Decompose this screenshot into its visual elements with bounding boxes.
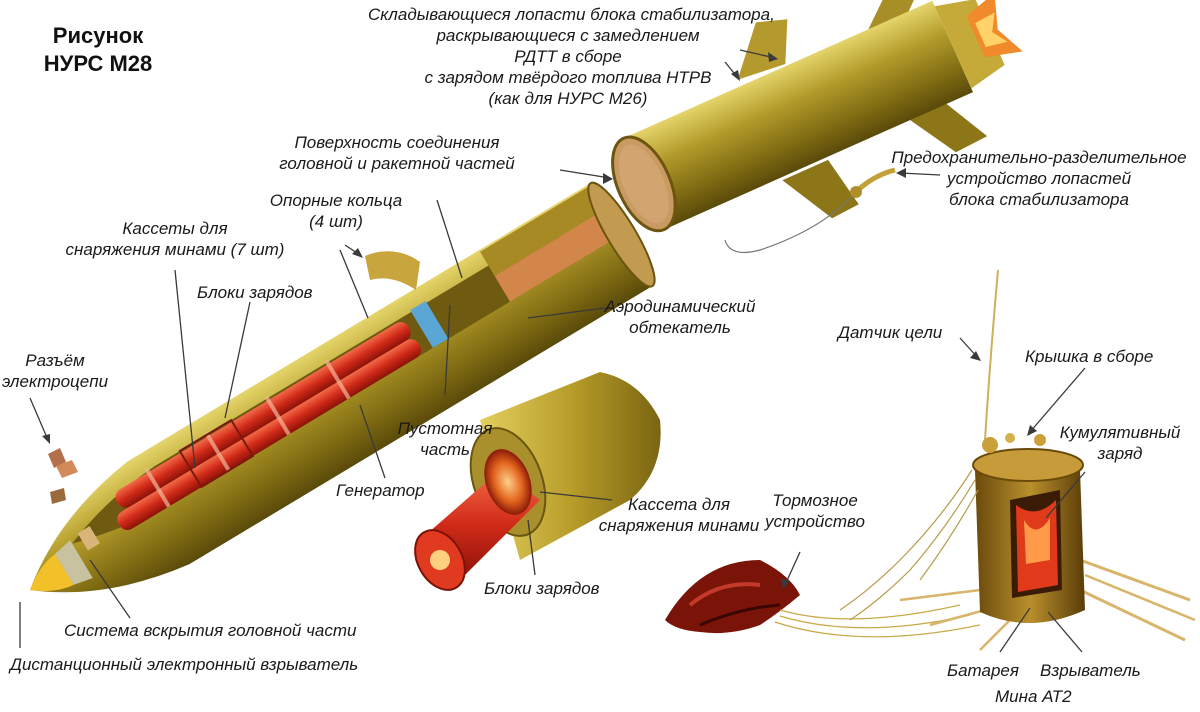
label-fairing: Аэродинамический обтекатель [595,296,765,338]
label-void-line2: часть [420,440,470,459]
label-fairing-line1: Аэродинамический [604,297,756,316]
motor-section [611,0,1023,253]
label-cassette-line1: Кассета для [628,495,730,514]
mine-at2 [839,269,1196,651]
label-shaped-line2: заряд [1097,444,1143,463]
nose-cone [30,553,74,591]
label-safety-line1: Предохранительно-разделительное [891,148,1187,167]
label-support-rings: Опорные кольца (4 шт) [256,190,416,232]
label-rings-line1: Опорные кольца [269,191,403,210]
figure-title-line1: Рисунок [52,23,144,48]
label-cassettes: Кассеты для снаряжения минами (7 шт) [55,218,295,260]
target-sensor-wire [984,269,999,441]
mine-cassette [117,339,421,530]
label-joint-line1: Поверхность соединения [294,133,500,152]
label-cassettes-line1: Кассеты для [122,219,228,238]
label-rings-line2: (4 шт) [309,212,363,231]
stabilizer-fin [737,19,788,80]
nozzle-fire [966,0,1023,58]
label-joint-line2: головной и ракетной частей [279,154,515,173]
label-stabilizer: Складывающиеся лопасти блока стабилизато… [368,4,775,109]
label-fuze: Взрыватель [1040,661,1141,680]
label-safety-line2: устройство лопастей [946,169,1132,188]
label-charge-blocks-top: Блоки зарядов [197,283,313,302]
label-connector-line1: Разъём [25,351,85,370]
label-fairing-line2: обтекатель [629,318,731,337]
label-joint-surface: Поверхность соединения головной и ракетн… [262,132,532,174]
mine-cassette [115,322,411,508]
label-battery: Батарея [947,661,1019,680]
opening-charge [77,526,100,551]
label-cassette-line2: снаряжения минами [598,516,760,535]
label-void-line1: Пустотная [397,419,493,438]
label-cassettes-line2: снаряжения минами (7 шт) [65,240,285,259]
label-stabilizer-line3: РДТТ в сборе [514,47,622,66]
label-charge-blocks-bottom: Блоки зарядов [484,579,600,598]
safety-device [856,167,896,192]
cassette-assembly [414,372,661,591]
label-stabilizer-line5: (как для НУРС М26) [488,89,648,108]
label-shaped-line1: Кумулятивный [1059,423,1181,442]
label-safety-device: Предохранительно-разделительное устройст… [880,147,1198,210]
motor-tube [621,0,973,231]
leader-lines [19,49,1086,653]
label-shaped-charge: Кумулятивный заряд [1050,422,1190,464]
label-target-sensor: Датчик цели [838,323,943,342]
support-ring-piece [365,251,420,290]
brake-parachute [665,560,981,638]
label-brake-line1: Тормозное [772,491,858,510]
charge-block [178,418,255,489]
stabilizer-fin [782,159,859,219]
label-stabilizer-line1: Складывающиеся лопасти блока стабилизато… [368,5,775,24]
label-lid: Крышка в сборе [1025,347,1154,366]
connector-pieces [48,448,78,504]
figure-title: Рисунок НУРС М28 [38,22,158,78]
label-stabilizer-line2: раскрывающиеся с замедлением [436,26,700,45]
label-void: Пустотная часть [395,418,495,460]
label-connector-line2: электроцепи [1,372,109,391]
label-generator: Генератор [336,481,425,500]
nozzle [934,0,1005,89]
label-connector: Разъём электроцепи [0,350,110,392]
mine-lid-parts [982,437,998,453]
label-remote-fuze: Дистанционный электронный взрыватель [10,655,359,674]
label-opening-system: Система вскрытия головной части [64,621,357,640]
label-brake-line2: устройство [765,512,865,531]
label-stabilizer-line4: с зарядом твёрдого топлива НТРВ [424,68,712,87]
stabilizer-fin [908,102,988,153]
stabilizer-fin [868,0,926,30]
label-safety-line3: блока стабилизатора [949,190,1129,209]
warhead-cutaway [30,181,656,593]
figure-title-line2: НУРС М28 [43,51,153,76]
label-brake: Тормозное устройство [760,490,870,532]
label-cassette: Кассета для снаряжения минами [584,494,774,536]
label-mine-at2: Мина АТ2 [995,687,1072,706]
support-ring-blue [410,300,449,348]
